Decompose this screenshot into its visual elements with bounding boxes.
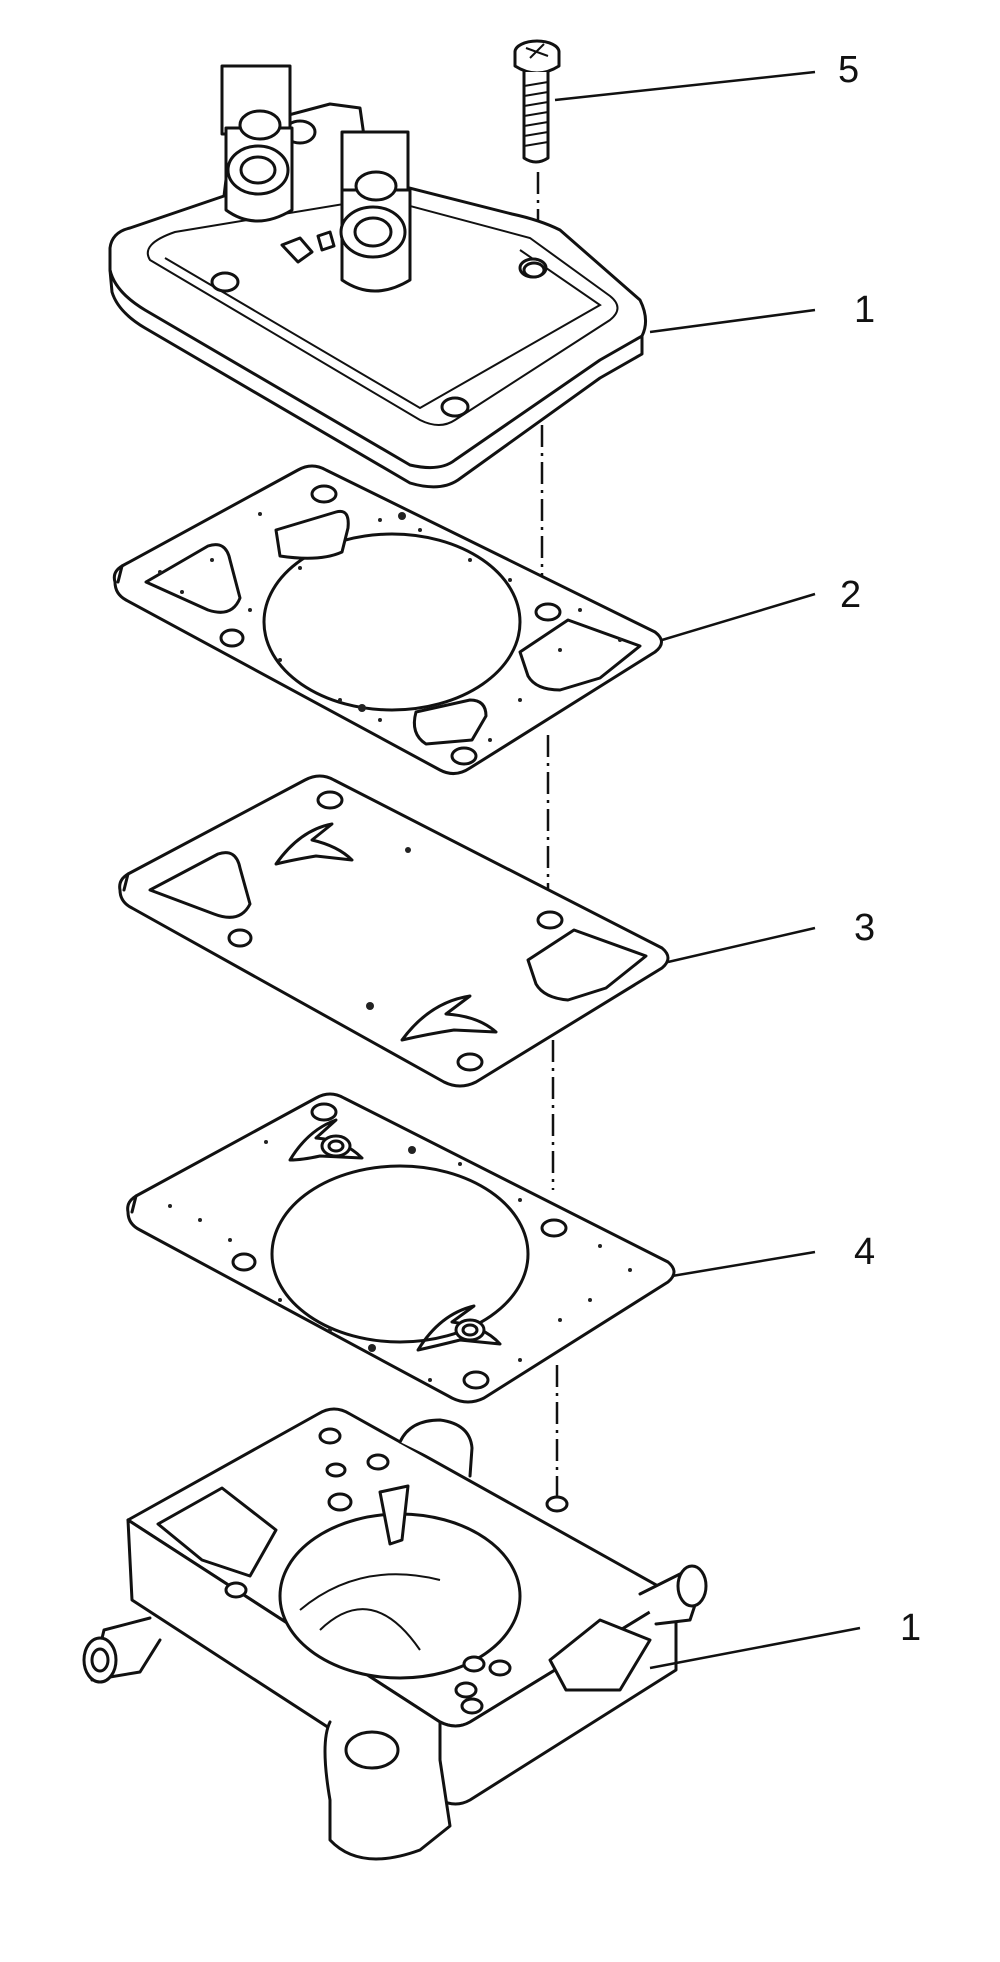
screw-part [513,39,561,164]
callout-screw-label: 5 [838,49,859,91]
fitting-left [220,64,294,223]
callout-body-label: 1 [900,1607,921,1649]
callout-cover-label: 1 [854,289,875,331]
outlet-nipple [638,1564,708,1626]
callout-gasket-label: 2 [840,574,861,616]
inlet-nipple [82,1616,162,1684]
callout-lower-gasket-label: 4 [854,1231,875,1273]
upper-gasket [112,464,663,775]
diaphragm-plate [118,774,670,1088]
gasket-texture [168,1140,632,1382]
leader-lines [554,70,861,1670]
gasket-texture [158,512,622,742]
top-cover-plate [108,64,647,489]
callout-diaphragm-label: 3 [854,907,875,949]
pump-body [82,1407,708,1861]
lower-gasket [126,1092,676,1404]
fitting-right [339,130,412,293]
